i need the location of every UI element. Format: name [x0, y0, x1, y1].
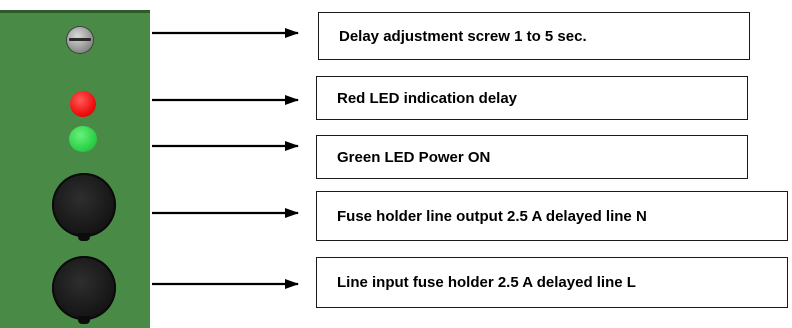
callout-fuse-output: Fuse holder line output 2.5 A delayed li… [316, 191, 788, 241]
fuse-notch [78, 233, 90, 241]
fuse-holder-output [52, 173, 116, 241]
callout-screw: Delay adjustment screw 1 to 5 sec. [318, 12, 750, 60]
fuse-notch [78, 316, 90, 324]
callout-green-led: Green LED Power ON [316, 135, 748, 179]
delay-adjustment-screw [67, 27, 93, 53]
red-led [70, 91, 96, 117]
callout-fuse-input: Line input fuse holder 2.5 A delayed lin… [316, 257, 788, 308]
screw-slot [69, 38, 91, 41]
green-led [69, 126, 97, 152]
callout-red-led: Red LED indication delay [316, 76, 748, 120]
fuse-holder-input [52, 256, 116, 324]
panel-top-edge [0, 10, 150, 13]
